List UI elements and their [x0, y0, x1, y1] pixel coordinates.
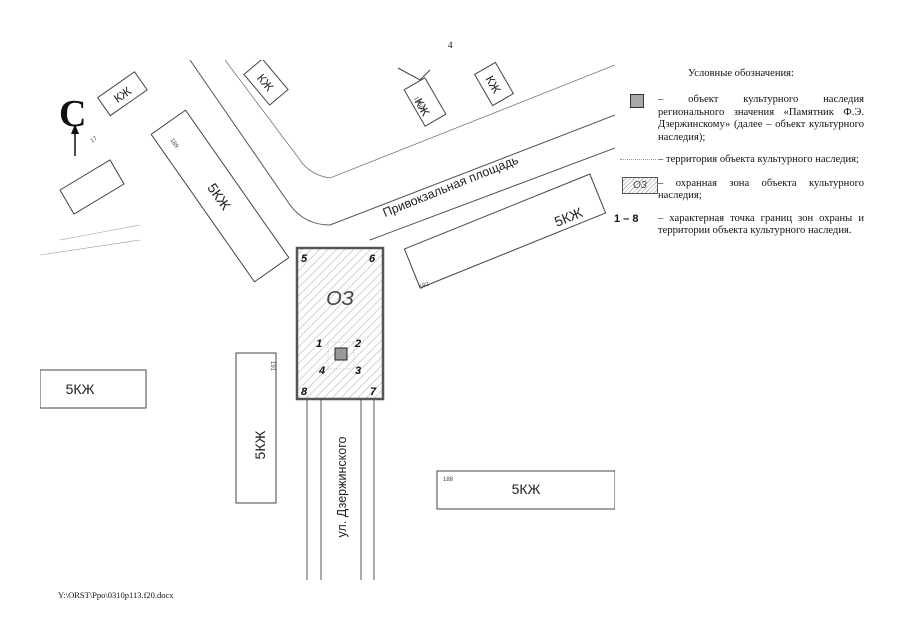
- building-label: 5КЖ: [252, 430, 268, 459]
- legend-item: 1 – 8 – характерная точка границ зон охр…: [614, 212, 864, 238]
- legend-item: – объект культурного наследия региональн…: [618, 94, 864, 144]
- street-label-dzerzhinsky: ул. Дзержинского: [335, 437, 349, 538]
- legend-item: ОЗ – охранная зона объекта культурного н…: [618, 177, 864, 203]
- legend: Условные обозначения: – объект культурно…: [614, 68, 864, 248]
- point-label: 8: [301, 386, 308, 398]
- building-label: 5КЖ: [512, 481, 541, 497]
- zone-label: ОЗ: [326, 288, 354, 310]
- north-label: С: [59, 93, 86, 135]
- legend-item-text: – территория объекта культурного наследи…: [658, 154, 859, 166]
- point-label: 6: [369, 253, 376, 265]
- building-number: 17: [90, 136, 99, 145]
- legend-item-text: – характерная точка границ зон охраны и …: [658, 212, 864, 237]
- point-label: 1: [316, 338, 322, 350]
- building-label: 5КЖ: [66, 381, 95, 397]
- north-arrow-icon: [71, 124, 79, 156]
- point-label: 2: [354, 338, 361, 350]
- footer-file-path: Y:\ORST\Ppo\0310p113.f20.docx: [58, 590, 174, 600]
- legend-item-text: – охранная зона объекта культурного насл…: [658, 178, 864, 202]
- legend-item: – территория объекта культурного наследи…: [618, 154, 864, 168]
- building-number: 189: [168, 138, 179, 150]
- object-territory: [327, 341, 355, 370]
- page-number: 4: [448, 40, 453, 50]
- legend-item-text: – объект культурного наследия региональн…: [658, 94, 864, 143]
- zone-hatch-icon: ОЗ: [622, 177, 658, 195]
- legend-title: Условные обозначения:: [688, 68, 794, 79]
- object-square-icon: [630, 94, 644, 109]
- point-label: 7: [370, 386, 377, 398]
- point-range-label: 1 – 8: [614, 212, 639, 225]
- building-number: 192: [419, 281, 431, 291]
- monument-object: [334, 347, 348, 361]
- building-number: 188: [443, 477, 454, 483]
- protection-zone: [295, 246, 385, 401]
- point-label: 4: [318, 365, 325, 377]
- territory-line-icon: [620, 159, 656, 161]
- building-number: 191: [269, 361, 275, 372]
- point-label: 5: [301, 253, 308, 265]
- point-label: 3: [355, 365, 361, 377]
